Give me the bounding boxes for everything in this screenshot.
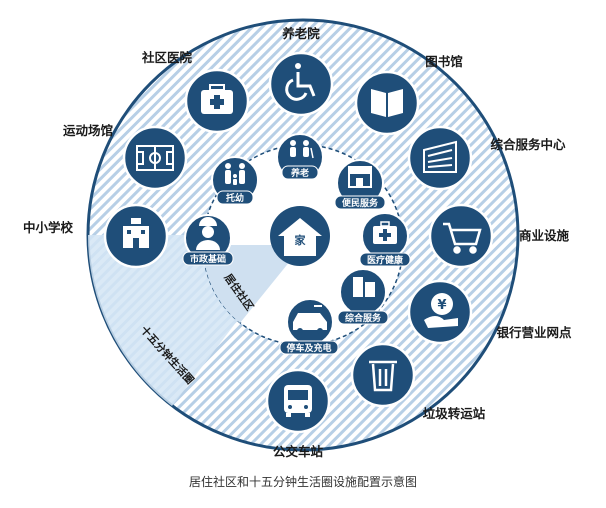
elderly-couple-icon [290, 140, 314, 159]
outer-label-garbage: 垃圾转运站 [423, 406, 486, 421]
wheelchair-icon [285, 63, 316, 101]
house-icon [278, 218, 322, 256]
inner-facility-service: 综合服务 [337, 268, 389, 325]
yuan-coin-icon: ¥ [424, 293, 458, 328]
outer-label-bank: 银行营业网点 [496, 325, 572, 340]
worker-icon [196, 217, 220, 250]
inner-label-municipal: 市政基础 [190, 253, 226, 265]
school-icon [123, 218, 149, 248]
book-icon [371, 89, 403, 117]
center-label: 家 [295, 233, 307, 247]
inner-facility-convenience: 便民服务 [334, 159, 386, 210]
shopping-cart-icon [443, 222, 482, 254]
building-icon [423, 140, 457, 173]
outer-facility-garbage: 垃圾转运站 [350, 342, 486, 421]
outer-facility-bank: ¥ 银行营业网点 [407, 279, 572, 345]
inner-label-medical: 医疗健康 [367, 254, 404, 266]
svg-text:¥: ¥ [437, 298, 446, 313]
outer-facility-school: 中小学校 [23, 203, 169, 269]
trash-bin-icon [369, 360, 397, 392]
outer-facility-nursing-home: 养老院 [268, 26, 334, 117]
outer-facility-hospital: 社区医院 [141, 50, 250, 134]
hospital-kit-icon [201, 84, 233, 114]
inner-facility-municipal: 市政基础 [182, 214, 234, 266]
outer-label-library: 图书馆 [425, 54, 463, 69]
outer-label-bus-stop: 公交车站 [273, 444, 324, 459]
inner-label-convenience: 便民服务 [342, 197, 379, 209]
outer-label-service-center: 综合服务中心 [490, 137, 566, 152]
figure-caption: 居住社区和十五分钟生活圈设施配置示意图 [189, 474, 417, 489]
inner-label-childcare: 托幼 [226, 192, 244, 204]
inner-label-elderly: 养老 [290, 167, 309, 179]
inner-label-parking: 停车及充电 [286, 342, 331, 354]
outer-label-commerce: 商业设施 [519, 228, 570, 243]
outer-facility-sports: 运动场馆 [63, 123, 188, 191]
outer-label-nursing-home: 养老院 [281, 26, 320, 41]
inner-label-service: 综合服务 [345, 312, 382, 324]
medical-kit-icon [373, 221, 397, 244]
store-icon [348, 166, 372, 188]
electric-car-icon [293, 305, 327, 334]
home-center: 家 [270, 206, 330, 266]
outer-facility-library: 图书馆 [354, 54, 463, 136]
outer-facility-bus-stop: 公交车站 [265, 368, 331, 459]
outer-facility-commerce: 商业设施 [428, 203, 570, 269]
inner-facility-childcare: 托幼 [211, 156, 259, 205]
inner-facility-elderly: 养老 [276, 133, 324, 181]
inner-facility-medical: 医疗健康 [359, 212, 411, 267]
outer-facility-service-center: 综合服务中心 [407, 125, 566, 191]
office-building-icon [353, 277, 375, 297]
inner-facility-parking: 停车及充电 [279, 298, 339, 355]
bus-icon [284, 385, 312, 417]
sports-field-icon [136, 145, 174, 171]
outer-label-hospital: 社区医院 [141, 50, 193, 65]
outer-label-sports: 运动场馆 [63, 123, 113, 138]
outer-label-school: 中小学校 [23, 220, 74, 235]
family-icon [225, 163, 245, 185]
